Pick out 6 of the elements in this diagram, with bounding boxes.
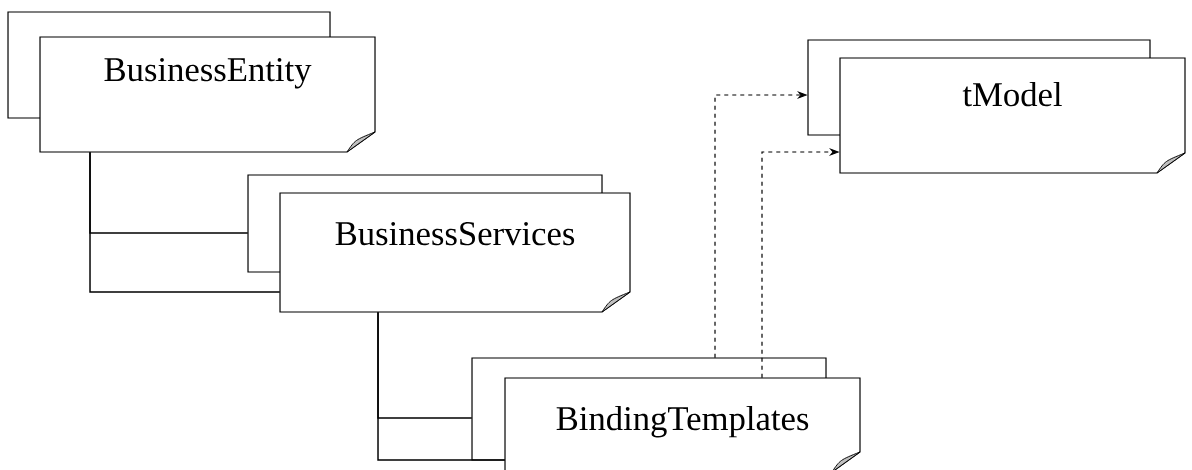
connector-line [89,151,281,293]
stacked-document: BusinessServices [247,174,631,313]
stacked-document: tModel [807,39,1186,174]
stacked-document: BusinessEntity [7,11,376,153]
connector-line [377,311,506,461]
stacked-document: BindingTemplates [471,357,861,470]
